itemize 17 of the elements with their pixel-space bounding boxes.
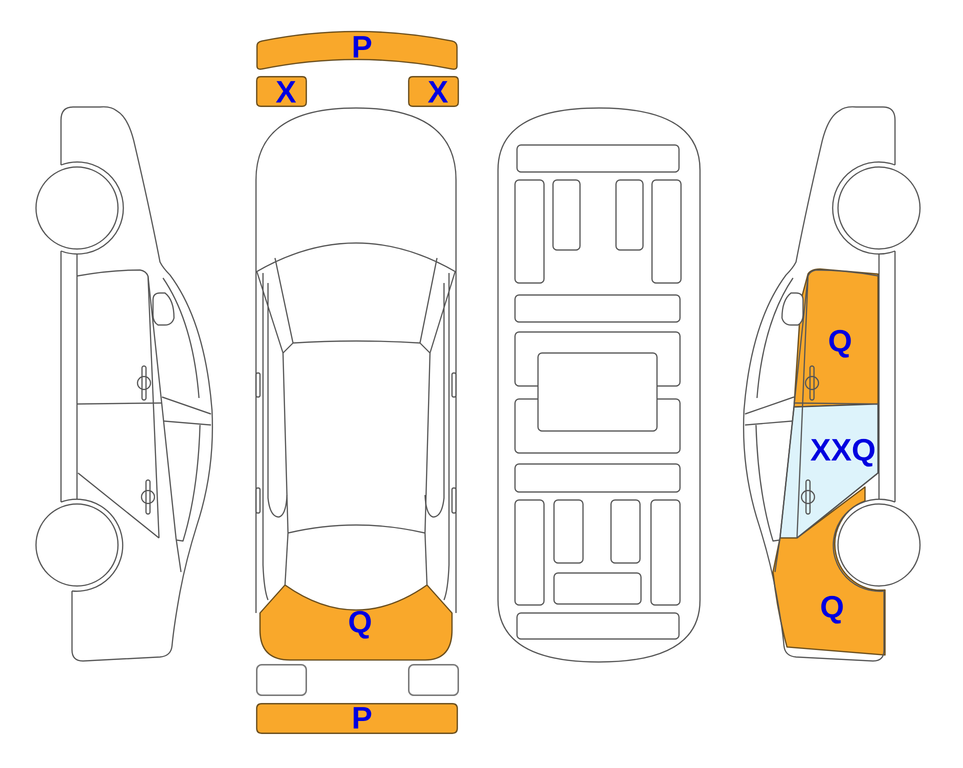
damage-area bbox=[259, 584, 454, 661]
damage-code: XXQ bbox=[810, 434, 876, 466]
damage-area bbox=[256, 30, 458, 71]
damage-area bbox=[256, 76, 307, 107]
part-outline bbox=[408, 664, 459, 696]
damage-code: X bbox=[276, 76, 296, 108]
damage-area bbox=[793, 268, 879, 408]
damage-code: X bbox=[428, 76, 448, 108]
damage-code: Q bbox=[820, 592, 844, 622]
damage-code: Q bbox=[348, 606, 372, 638]
damage-area bbox=[772, 486, 886, 656]
damage-area bbox=[408, 76, 459, 107]
damage-area bbox=[256, 703, 458, 734]
damage-code: P bbox=[352, 702, 372, 734]
part-outline bbox=[256, 664, 307, 696]
damage-code: P bbox=[352, 32, 372, 62]
damage-code: Q bbox=[828, 326, 852, 356]
